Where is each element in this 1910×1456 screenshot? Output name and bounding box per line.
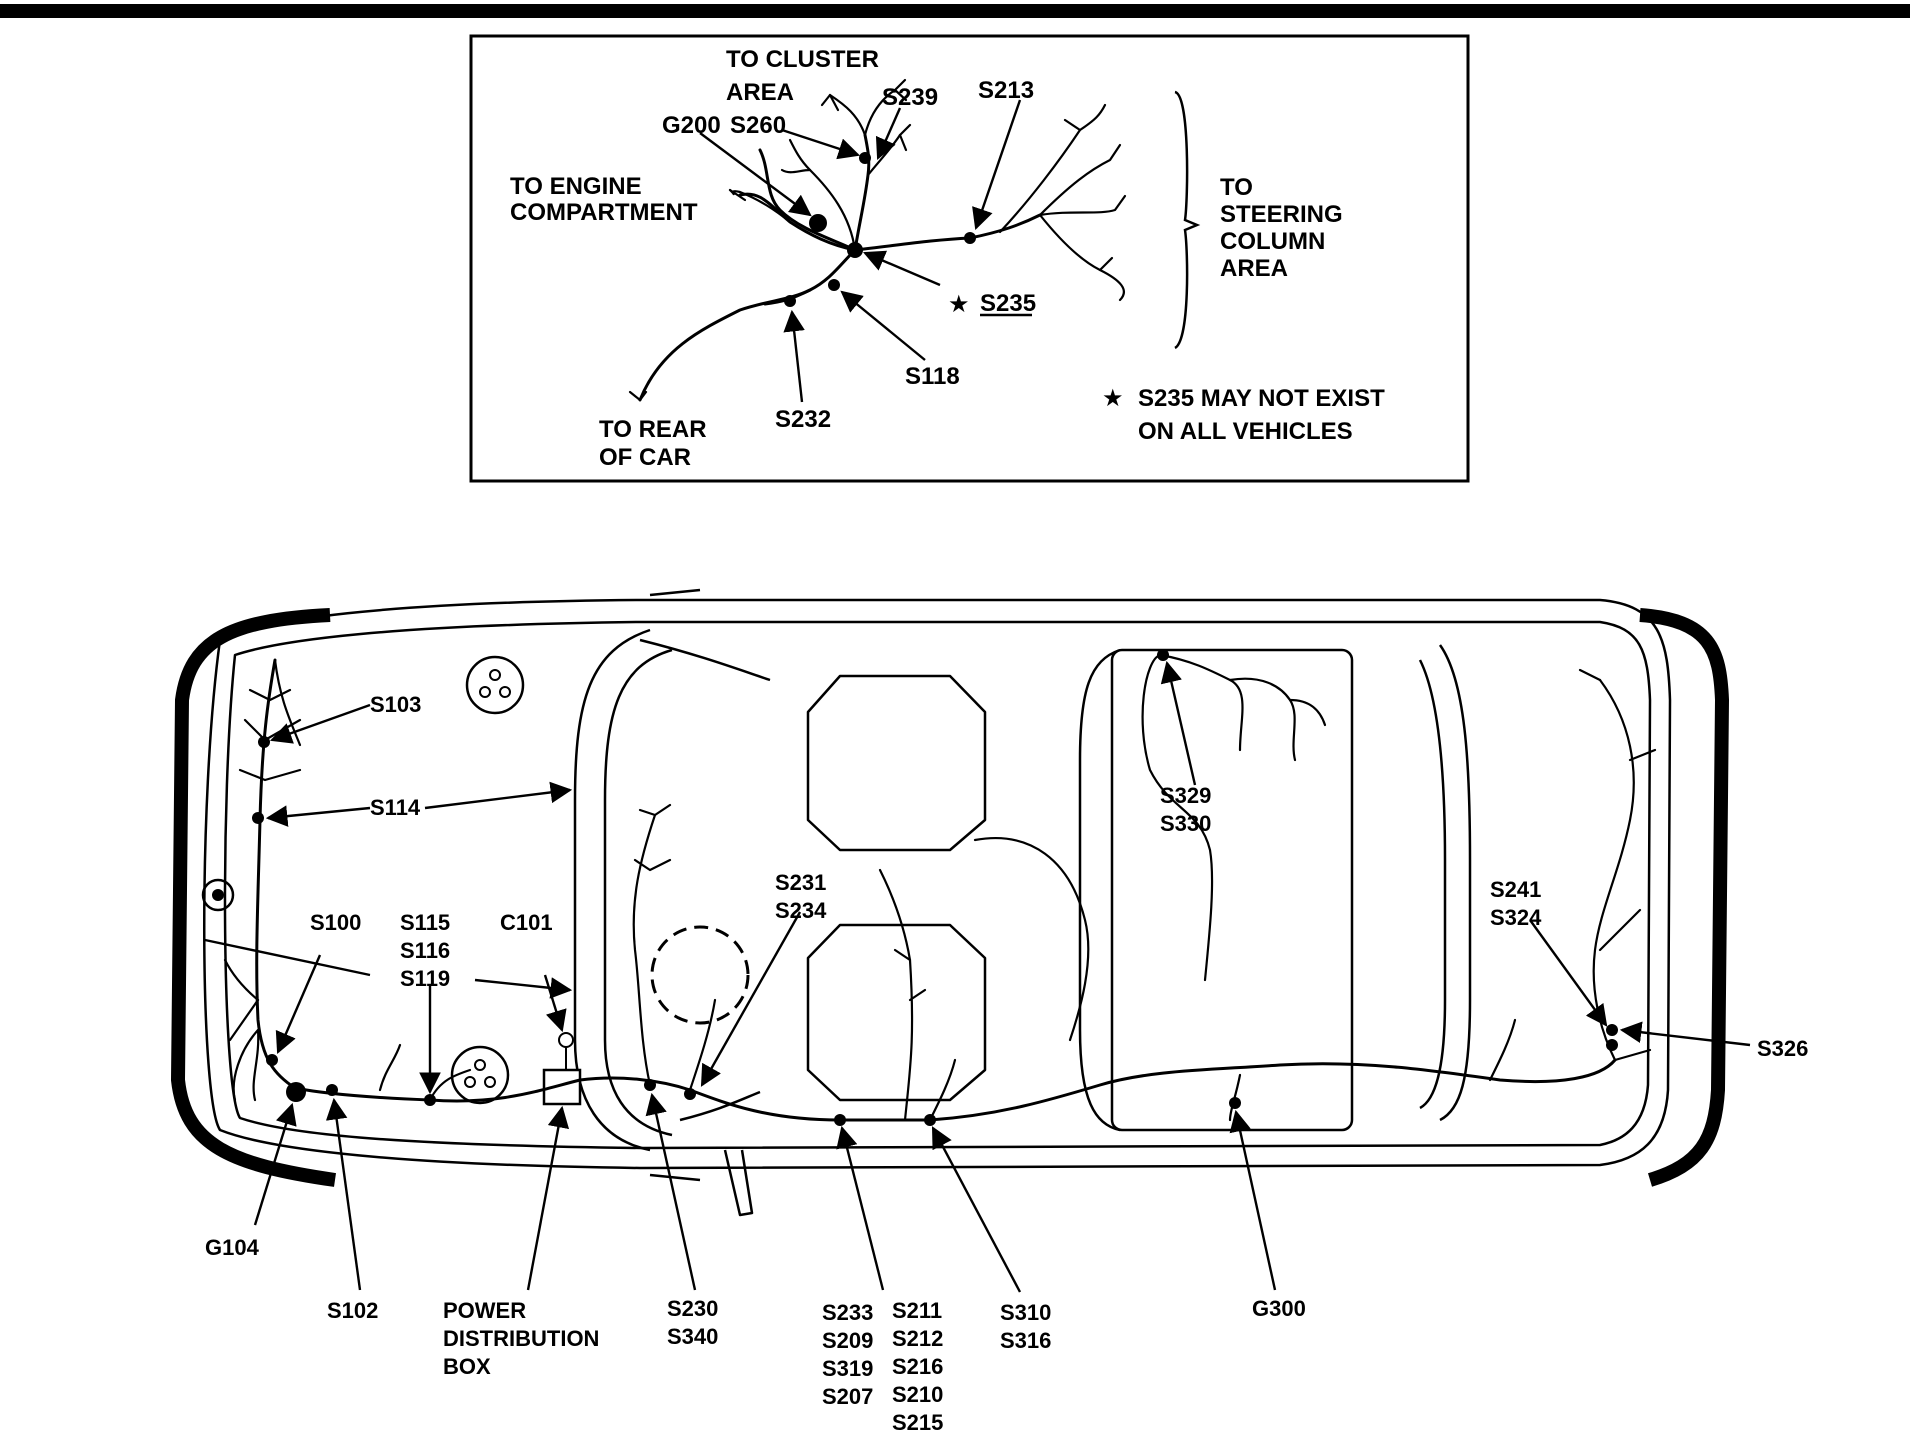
label-s239: S239	[882, 84, 938, 111]
label-note-2: ON ALL VEHICLES	[1138, 418, 1353, 445]
label-c101: C101	[500, 910, 553, 935]
label-s232: S232	[775, 406, 831, 433]
label-s114: S114	[370, 795, 421, 820]
label-g104: G104	[205, 1235, 260, 1260]
label-s215: S215	[892, 1410, 943, 1435]
label-s329: S329	[1160, 783, 1211, 808]
label-pdb-1: POWER	[443, 1298, 526, 1323]
label-s230: S230	[667, 1296, 718, 1321]
label-s241: S241	[1490, 877, 1541, 902]
label-g200: G200	[662, 112, 721, 139]
label-s235: S235	[980, 290, 1036, 317]
label-s310: S310	[1000, 1300, 1051, 1325]
wheel-symbol	[465, 655, 525, 715]
power-distribution-box	[542, 1068, 582, 1106]
label-s233: S233	[822, 1300, 873, 1325]
inset-frame	[469, 34, 1470, 483]
rear-seat	[1110, 648, 1354, 1132]
label-to-engine-2: COMPARTMENT	[510, 199, 698, 226]
label-s211: S211	[892, 1298, 942, 1323]
label-note-1: S235 MAY NOT EXIST	[1138, 385, 1385, 412]
front-bumper	[170, 608, 336, 1187]
label-s100: S100	[310, 910, 361, 935]
front-seat-right	[806, 923, 987, 1102]
label-s207: S207	[822, 1384, 873, 1409]
label-pdb-2: DISTRIBUTION	[443, 1326, 599, 1351]
inset-detail: TO CLUSTER AREA S239 S213 G200 S260 TO E…	[469, 34, 1470, 483]
star-icon: ★	[948, 291, 970, 318]
label-to-steering-3: COLUMN	[1220, 228, 1325, 255]
label-s260: S260	[730, 112, 786, 139]
car-harness	[223, 649, 1657, 1126]
label-s324: S324	[1490, 905, 1542, 930]
label-s103: S103	[370, 692, 421, 717]
label-s326: S326	[1757, 1036, 1808, 1061]
label-s209: S209	[822, 1328, 873, 1353]
label-s330: S330	[1160, 811, 1211, 836]
top-border-rule	[0, 4, 1910, 18]
label-s216: S216	[892, 1354, 943, 1379]
label-to-steering-2: STEERING	[1220, 201, 1343, 228]
label-to-rear-2: OF CAR	[599, 444, 691, 471]
label-to-rear-1: TO REAR	[599, 416, 707, 443]
label-s116: S116	[400, 938, 450, 963]
label-s231: S231	[775, 870, 826, 895]
label-s115: S115	[400, 910, 450, 935]
label-s210: S210	[892, 1382, 943, 1407]
label-s316: S316	[1000, 1328, 1051, 1353]
wheel-symbol	[450, 1045, 510, 1105]
label-to-steering-4: AREA	[1220, 255, 1288, 282]
car-outline	[170, 588, 1730, 1217]
star-note-icon: ★	[1102, 385, 1124, 412]
label-s212: S212	[892, 1326, 943, 1351]
car-pointers	[204, 660, 1751, 1293]
label-g300: G300	[1252, 1296, 1306, 1321]
label-s118: S118	[905, 363, 960, 390]
front-seat-left	[806, 674, 987, 852]
rear-bumper	[1639, 608, 1730, 1187]
label-s340: S340	[667, 1324, 718, 1349]
label-to-cluster-2: AREA	[726, 79, 794, 106]
dashed-region-circle	[650, 925, 750, 1025]
label-s213: S213	[978, 77, 1034, 104]
steering-bracket	[1174, 90, 1201, 350]
inset-pointers	[699, 90, 1201, 403]
label-pdb-3: BOX	[443, 1354, 491, 1379]
label-s234: S234	[775, 898, 827, 923]
label-to-steering-1: TO	[1220, 174, 1253, 201]
label-to-engine-1: TO ENGINE	[510, 173, 642, 200]
label-s319: S319	[822, 1356, 873, 1381]
label-s119: S119	[400, 966, 450, 991]
label-s102: S102	[327, 1298, 378, 1323]
label-to-cluster-1: TO CLUSTER	[726, 46, 879, 73]
